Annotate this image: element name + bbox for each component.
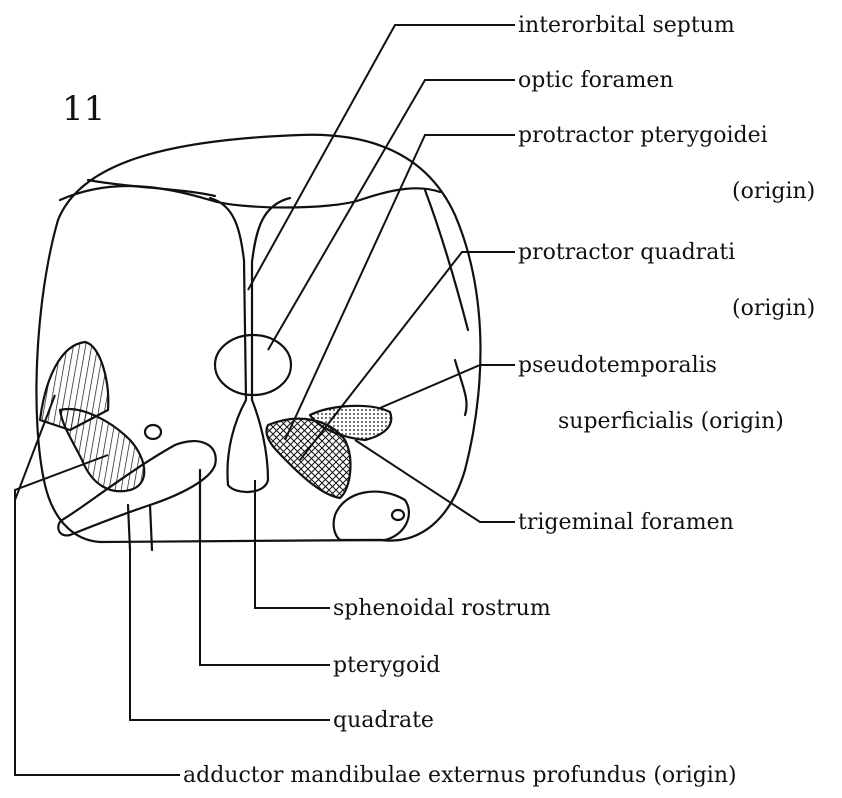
label-trigeminal-foramen: trigeminal foramen [518, 510, 734, 535]
label-interorbital-septum: interorbital septum [518, 13, 735, 38]
small-foramen [145, 425, 161, 439]
label-protractor-pterygoidei-origin: (origin) [732, 179, 815, 204]
label-optic-foramen: optic foramen [518, 68, 674, 93]
label-pseudotemporalis-superficialis-origin: superficialis (origin) [558, 409, 784, 434]
label-pseudotemporalis: pseudotemporalis [518, 353, 717, 378]
label-protractor-quadrati-origin: (origin) [732, 296, 815, 321]
label-protractor-pterygoidei: protractor pterygoidei [518, 123, 768, 148]
adductor-origin-hatched-lower [60, 409, 144, 491]
label-pterygoid: pterygoid [333, 653, 440, 678]
label-adductor-mandibulae: adductor mandibulae externus profundus (… [183, 763, 737, 788]
label-protractor-quadrati: protractor quadrati [518, 240, 735, 265]
figure-number: 11 [62, 89, 105, 129]
label-sphenoidal-rostrum: sphenoidal rostrum [333, 596, 551, 621]
label-quadrate: quadrate [333, 708, 434, 733]
quadrate-process-right [334, 492, 409, 540]
